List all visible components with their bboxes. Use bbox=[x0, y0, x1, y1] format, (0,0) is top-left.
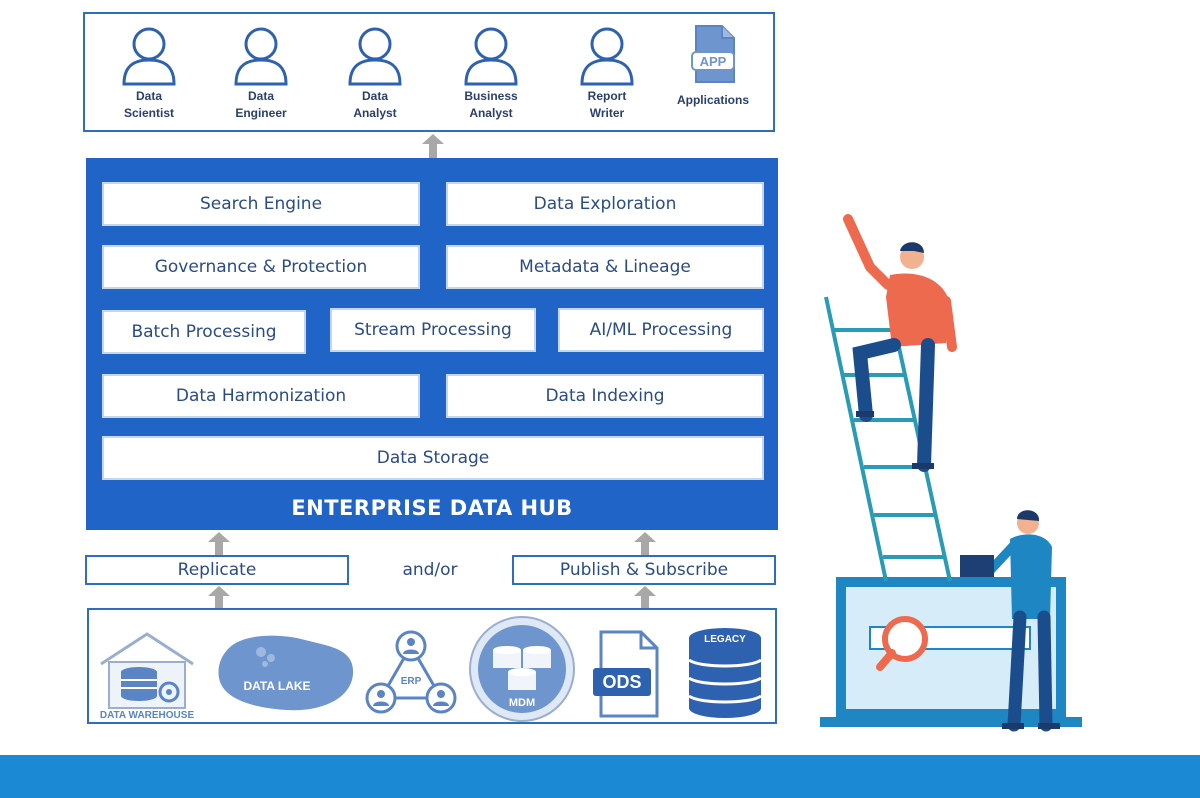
user-label: Data Scientist bbox=[123, 89, 174, 120]
data-search-illustration bbox=[820, 214, 1082, 732]
data-lake-icon: DATA LAKE bbox=[218, 635, 354, 711]
and-or-label: and/or bbox=[402, 560, 458, 580]
legacy-icon: LEGACY bbox=[688, 628, 762, 718]
box-data-harmonization: Data Harmonization bbox=[102, 374, 420, 418]
replicate-box: Replicate bbox=[85, 555, 349, 585]
user-report-writer: Report Writer bbox=[559, 22, 655, 132]
user-label: Report Writer bbox=[587, 89, 627, 120]
erp-label: ERP bbox=[401, 676, 422, 687]
data-sources-panel: DATA WAREHOUSE DATA LAKE ERP MDM bbox=[87, 608, 777, 724]
arrow-up-icon bbox=[634, 532, 656, 555]
user-applications: APP Applications bbox=[663, 22, 763, 132]
box-metadata-lineage: Metadata & Lineage bbox=[446, 245, 764, 289]
mdm-label: MDM bbox=[509, 697, 535, 709]
user-label: Data Engineer bbox=[235, 89, 287, 120]
box-search-engine: Search Engine bbox=[102, 182, 420, 226]
box-batch-processing: Batch Processing bbox=[102, 310, 306, 354]
box-data-exploration: Data Exploration bbox=[446, 182, 764, 226]
person-icon bbox=[580, 27, 634, 86]
data-warehouse-icon: DATA WAREHOUSE bbox=[100, 632, 195, 721]
user-data-scientist: Data Scientist bbox=[101, 22, 197, 132]
climbing-person-icon bbox=[843, 214, 957, 472]
ods-label: ODS bbox=[602, 672, 641, 692]
arrow-up-icon bbox=[422, 134, 444, 158]
app-file-icon: APP bbox=[691, 25, 735, 83]
data-warehouse-label: DATA WAREHOUSE bbox=[100, 710, 195, 721]
publish-subscribe-box: Publish & Subscribe bbox=[512, 555, 776, 585]
box-aiml-processing: AI/ML Processing bbox=[558, 308, 764, 352]
person-icon bbox=[122, 27, 176, 86]
box-data-indexing: Data Indexing bbox=[446, 374, 764, 418]
user-business-analyst: Business Analyst bbox=[443, 22, 539, 132]
arrow-up-icon bbox=[208, 586, 230, 608]
box-stream-processing: Stream Processing bbox=[330, 308, 536, 352]
magnifier-icon bbox=[876, 616, 928, 671]
box-governance-protection: Governance & Protection bbox=[102, 245, 420, 289]
enterprise-data-hub: Search Engine Data Exploration Governanc… bbox=[86, 158, 778, 530]
user-data-analyst: Data Analyst bbox=[327, 22, 423, 132]
erp-icon: ERP bbox=[365, 630, 457, 714]
user-label: Business Analyst bbox=[464, 89, 518, 120]
user-label: Applications bbox=[676, 93, 749, 107]
ods-icon: ODS bbox=[593, 630, 659, 718]
mdm-icon: MDM bbox=[469, 616, 575, 722]
hub-title: ENTERPRISE DATA HUB bbox=[291, 496, 573, 520]
person-icon bbox=[464, 27, 518, 86]
arrow-up-icon bbox=[634, 586, 656, 608]
users-panel: Data Scientist Data Engineer Data Analys… bbox=[83, 12, 775, 132]
person-icon bbox=[234, 27, 288, 86]
box-data-storage: Data Storage bbox=[102, 436, 764, 480]
arrow-up-icon bbox=[208, 532, 230, 555]
bottom-bar bbox=[0, 755, 1200, 798]
legacy-label: LEGACY bbox=[704, 634, 746, 645]
user-label: Data Analyst bbox=[353, 89, 397, 120]
user-data-engineer: Data Engineer bbox=[213, 22, 309, 132]
person-icon bbox=[348, 27, 402, 86]
app-icon-text: APP bbox=[700, 54, 727, 69]
data-lake-label: DATA LAKE bbox=[243, 679, 310, 693]
standing-person-icon bbox=[960, 510, 1060, 732]
